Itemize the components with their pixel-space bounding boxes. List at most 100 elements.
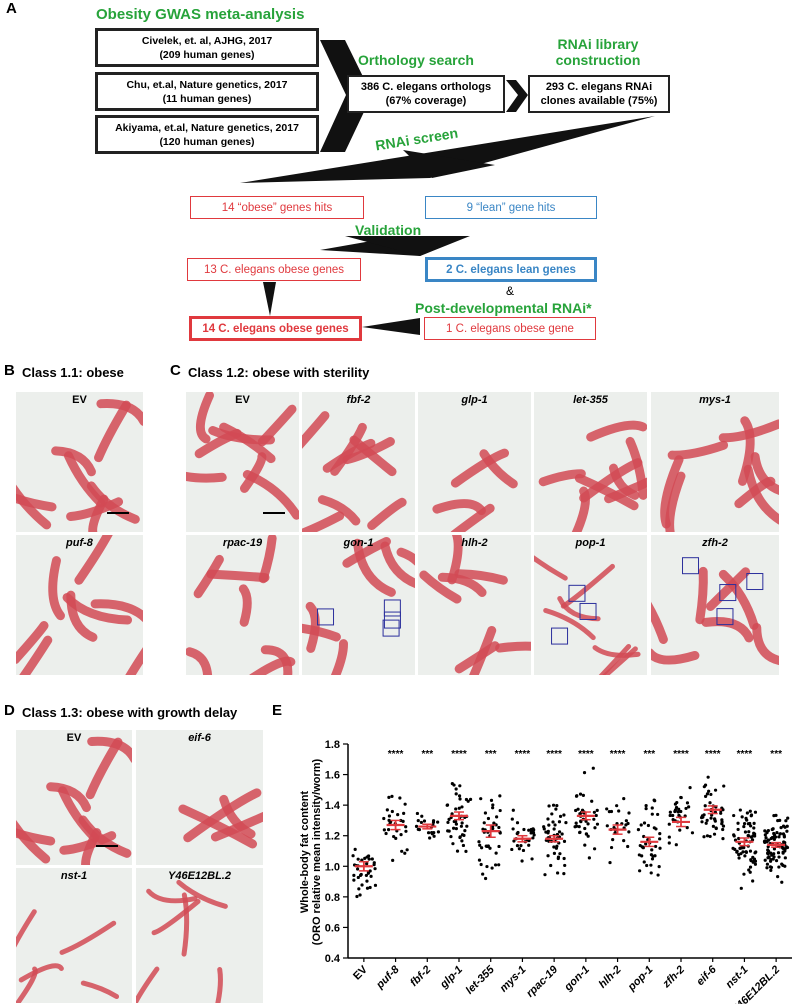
tile-label: zfh-2 bbox=[702, 537, 728, 549]
data-point bbox=[705, 792, 710, 796]
data-point bbox=[774, 859, 779, 863]
flow-arrows bbox=[240, 40, 655, 335]
data-point bbox=[777, 835, 781, 839]
data-point bbox=[519, 844, 523, 848]
worm bbox=[125, 647, 143, 675]
data-point bbox=[365, 862, 369, 866]
data-point bbox=[740, 815, 744, 819]
worm bbox=[380, 541, 415, 589]
data-point bbox=[678, 828, 682, 832]
data-point bbox=[749, 858, 753, 862]
data-point bbox=[708, 801, 712, 805]
micrograph-tile: puf-8 bbox=[16, 535, 143, 675]
data-point bbox=[699, 816, 704, 820]
data-point bbox=[382, 816, 386, 821]
worm bbox=[151, 898, 201, 936]
study-gene-count: (11 human genes) bbox=[162, 92, 252, 105]
data-point bbox=[546, 817, 550, 821]
data-point bbox=[426, 831, 431, 835]
data-point bbox=[658, 832, 662, 836]
data-point bbox=[649, 863, 653, 867]
data-point bbox=[772, 852, 776, 856]
data-point bbox=[748, 849, 753, 853]
data-point bbox=[357, 887, 361, 891]
data-point bbox=[562, 839, 567, 843]
worm bbox=[183, 788, 262, 843]
panel-c-letter: C bbox=[170, 362, 181, 379]
data-point bbox=[646, 823, 651, 828]
data-point bbox=[419, 820, 423, 825]
tile-label: Y46E12BL.2 bbox=[168, 870, 231, 882]
data-point bbox=[605, 807, 609, 811]
data-point bbox=[372, 861, 376, 865]
data-point bbox=[656, 812, 660, 817]
data-point bbox=[486, 816, 491, 821]
worm bbox=[560, 563, 615, 609]
data-point bbox=[772, 847, 777, 851]
data-point bbox=[741, 850, 745, 854]
worm bbox=[186, 471, 227, 483]
gwas-title: Obesity GWAS meta-analysis bbox=[96, 6, 305, 23]
data-point bbox=[781, 832, 786, 836]
data-point bbox=[714, 826, 718, 831]
micrograph-tile: let-355 bbox=[534, 392, 647, 532]
data-point bbox=[382, 828, 386, 832]
data-point bbox=[763, 833, 767, 837]
data-point bbox=[555, 804, 559, 808]
data-point bbox=[765, 862, 770, 866]
data-point bbox=[457, 794, 462, 798]
tile-label: nst-1 bbox=[60, 870, 88, 882]
micrograph-tile: hlh-2 bbox=[418, 535, 531, 675]
data-point bbox=[654, 827, 658, 831]
worm bbox=[586, 420, 647, 442]
lean-hits-box: 9 “lean” gene hits bbox=[425, 196, 597, 219]
data-point bbox=[446, 820, 450, 825]
data-point bbox=[532, 833, 536, 837]
tile-label: glp-1 bbox=[461, 394, 488, 406]
tile-label: rpac-19 bbox=[222, 537, 263, 549]
data-point bbox=[558, 852, 562, 856]
data-point bbox=[366, 854, 371, 858]
data-point bbox=[778, 832, 782, 836]
data-point bbox=[584, 819, 588, 823]
worm bbox=[96, 399, 143, 426]
obese-hits-box: 14 “obese” genes hits bbox=[190, 196, 364, 219]
data-point bbox=[705, 818, 709, 822]
data-point bbox=[650, 806, 654, 810]
worm bbox=[495, 641, 531, 653]
data-point bbox=[642, 821, 647, 825]
data-point bbox=[650, 848, 654, 852]
study-gene-count: (209 human genes) bbox=[159, 48, 255, 61]
x-tick-label: eif-6 bbox=[694, 963, 719, 988]
data-point bbox=[562, 872, 566, 876]
data-point bbox=[529, 827, 533, 832]
orthology-title: Orthology search bbox=[358, 52, 474, 68]
data-point bbox=[405, 848, 409, 852]
data-point bbox=[460, 821, 464, 825]
rnai-library-title-line2: construction bbox=[555, 52, 641, 68]
data-point bbox=[674, 805, 679, 810]
data-point bbox=[352, 873, 356, 877]
data-point bbox=[436, 820, 440, 824]
data-point bbox=[390, 794, 394, 798]
data-point bbox=[587, 856, 591, 860]
data-point bbox=[415, 811, 420, 816]
data-point bbox=[479, 862, 483, 867]
data-point bbox=[581, 793, 585, 797]
data-point bbox=[746, 834, 750, 838]
data-point bbox=[481, 827, 485, 831]
data-point bbox=[673, 808, 678, 812]
worm bbox=[302, 623, 341, 642]
data-point bbox=[593, 826, 597, 830]
data-point bbox=[763, 858, 767, 862]
y-tick-label: 1.6 bbox=[325, 770, 340, 782]
data-point bbox=[356, 857, 360, 861]
data-point bbox=[687, 805, 691, 809]
scale-bar bbox=[96, 845, 118, 847]
data-point bbox=[359, 872, 363, 877]
significance-label: **** bbox=[515, 749, 531, 760]
worm bbox=[85, 737, 123, 800]
data-point bbox=[639, 823, 643, 827]
data-point bbox=[555, 844, 559, 848]
worm bbox=[242, 470, 299, 520]
